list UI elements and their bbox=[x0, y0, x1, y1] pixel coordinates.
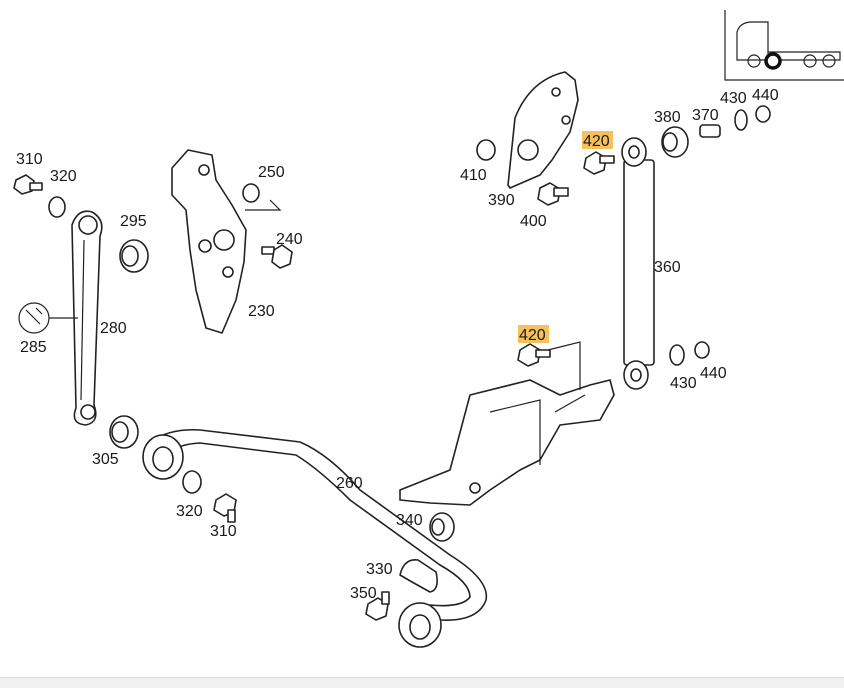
bushing-part[interactable] bbox=[119, 239, 149, 273]
callout-240[interactable]: 240 bbox=[276, 231, 303, 248]
callout-430[interactable]: 430 bbox=[720, 90, 747, 107]
callout-310[interactable]: 310 bbox=[16, 151, 43, 168]
callout-420-highlighted[interactable]: 420 bbox=[519, 327, 546, 344]
callout-400[interactable]: 400 bbox=[520, 213, 547, 230]
nut-part[interactable] bbox=[755, 105, 771, 123]
bolt-part[interactable] bbox=[365, 591, 390, 621]
callout-390[interactable]: 390 bbox=[488, 192, 515, 209]
washer-part[interactable] bbox=[734, 109, 748, 131]
callout-430[interactable]: 430 bbox=[670, 375, 697, 392]
callout-410[interactable]: 410 bbox=[460, 167, 487, 184]
shock-absorber-part[interactable] bbox=[621, 137, 655, 390]
truck-rear-axle-position-icon bbox=[724, 10, 844, 81]
bolt-part[interactable] bbox=[13, 174, 43, 195]
callout-310[interactable]: 310 bbox=[210, 523, 237, 540]
upper-bracket-part[interactable] bbox=[507, 71, 579, 189]
callout-330[interactable]: 330 bbox=[366, 561, 393, 578]
bolt-part[interactable] bbox=[537, 182, 569, 206]
callout-leader bbox=[245, 199, 282, 211]
callout-280[interactable]: 280 bbox=[100, 320, 127, 337]
callout-440[interactable]: 440 bbox=[700, 365, 727, 382]
bolt-part[interactable] bbox=[213, 493, 237, 523]
callout-380[interactable]: 380 bbox=[654, 109, 681, 126]
rubber-mount-part[interactable] bbox=[429, 512, 455, 542]
bolt-part[interactable] bbox=[583, 151, 615, 175]
link-rod-part[interactable] bbox=[71, 210, 103, 426]
footer-bar bbox=[0, 677, 844, 688]
washer-part[interactable] bbox=[48, 196, 66, 218]
callout-350[interactable]: 350 bbox=[350, 585, 377, 602]
callout-labels: 310 320 295 280 285 305 250 240 230 260 … bbox=[16, 87, 779, 602]
wrench-tool-icon bbox=[18, 302, 78, 334]
callout-260[interactable]: 260 bbox=[336, 475, 363, 492]
bolt-part[interactable] bbox=[517, 343, 551, 367]
callout-230[interactable]: 230 bbox=[248, 303, 275, 320]
bushing-part[interactable] bbox=[661, 126, 689, 158]
highlight-marker bbox=[582, 131, 613, 149]
bolt-part[interactable] bbox=[261, 244, 293, 269]
callout-420-highlighted[interactable]: 420 bbox=[583, 133, 610, 150]
washer-part[interactable] bbox=[182, 470, 202, 494]
bushing-part[interactable] bbox=[109, 415, 139, 449]
washer-part[interactable] bbox=[476, 139, 496, 161]
sleeve-part[interactable] bbox=[699, 124, 721, 138]
washer-part[interactable] bbox=[242, 183, 260, 203]
callout-340[interactable]: 340 bbox=[396, 512, 423, 529]
shock-mount-bracket-part[interactable] bbox=[399, 379, 615, 506]
callout-360[interactable]: 360 bbox=[654, 259, 681, 276]
nut-part[interactable] bbox=[694, 341, 710, 359]
clamp-part[interactable] bbox=[399, 558, 438, 593]
callout-320[interactable]: 320 bbox=[176, 503, 203, 520]
highlight-marker bbox=[518, 325, 549, 343]
callout-295[interactable]: 295 bbox=[120, 213, 147, 230]
callout-320[interactable]: 320 bbox=[50, 168, 77, 185]
callout-305[interactable]: 305 bbox=[92, 451, 119, 468]
callout-leader bbox=[547, 341, 581, 390]
callout-370[interactable]: 370 bbox=[692, 107, 719, 124]
callout-440[interactable]: 440 bbox=[752, 87, 779, 104]
bracket-part[interactable] bbox=[171, 149, 247, 334]
washer-part[interactable] bbox=[669, 344, 685, 366]
callout-250[interactable]: 250 bbox=[258, 164, 285, 181]
anti-roll-bar-part[interactable] bbox=[142, 428, 488, 648]
callout-285[interactable]: 285 bbox=[20, 339, 47, 356]
